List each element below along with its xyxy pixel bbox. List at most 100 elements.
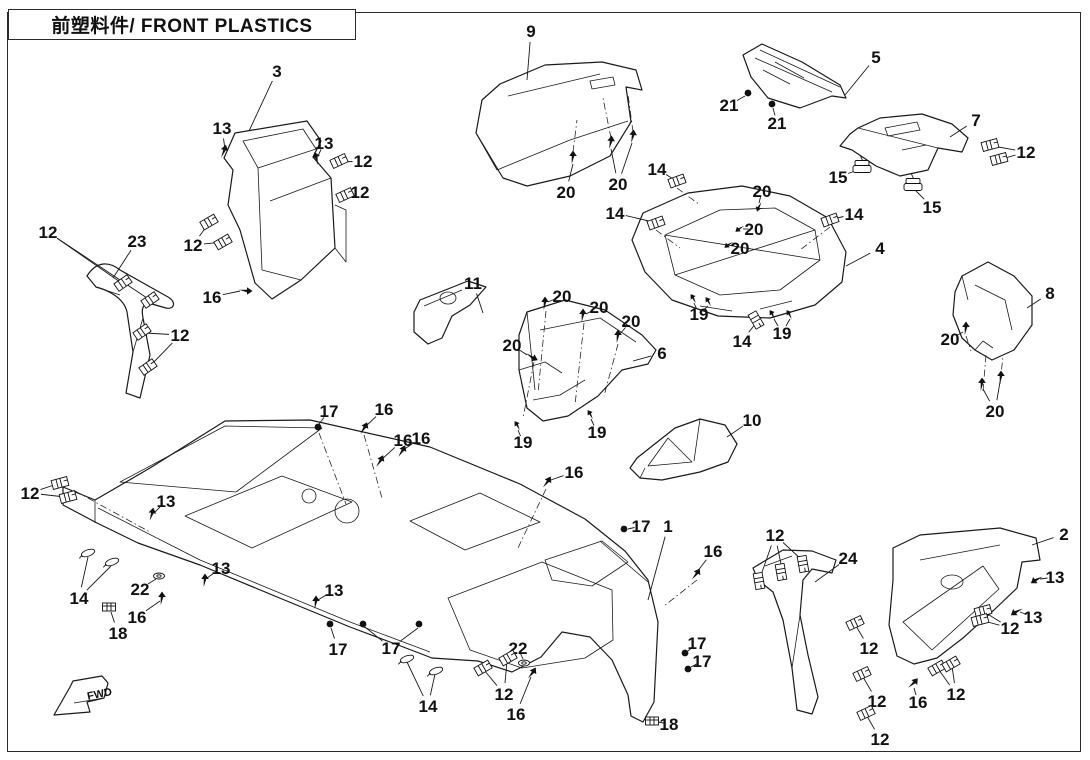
callout-19: 19 <box>588 423 607 442</box>
callout-leader <box>80 556 89 588</box>
fastener-screw-icon <box>148 507 157 521</box>
fastener-screw-icon <box>691 568 701 580</box>
fastener-screw-icon <box>1030 576 1043 584</box>
center-axis-line <box>522 361 535 419</box>
part-9-left-side-panel-detail <box>589 76 616 90</box>
fastener-clip-icon <box>646 215 666 231</box>
callout-leader <box>1039 577 1048 580</box>
callout-20: 20 <box>622 312 641 331</box>
fastener-clip-icon <box>140 291 160 309</box>
fastener-pin-icon <box>705 297 711 307</box>
callout-leader <box>399 627 419 642</box>
callout-18: 18 <box>660 715 679 734</box>
part-5-grille-detail <box>754 57 833 93</box>
callout-leader <box>855 625 864 639</box>
callout-13: 13 <box>325 581 344 600</box>
center-axis-line <box>602 97 612 139</box>
center-axis-line <box>537 310 547 394</box>
callout-leader <box>519 349 528 356</box>
fastener-pin-icon <box>735 225 745 232</box>
fastener-clip-icon <box>852 665 872 683</box>
part-11-small-bracket-detail <box>423 289 463 307</box>
part-3-storage-box-detail <box>334 204 347 263</box>
callout-leader <box>866 715 875 730</box>
callout-leader <box>949 125 968 138</box>
fastener-clip-icon <box>856 704 876 722</box>
part-11-small-bracket-detail <box>439 291 457 305</box>
part-24-right-brace <box>752 549 837 715</box>
callout-16: 16 <box>704 542 723 561</box>
part-1-front-rack-fascia-detail <box>184 475 353 549</box>
callout-6: 6 <box>657 344 666 363</box>
fastener-clip-icon <box>752 571 766 591</box>
callout-16: 16 <box>394 431 413 450</box>
callout-20: 20 <box>731 239 750 258</box>
callout-20: 20 <box>590 298 609 317</box>
part-10-deflector-detail <box>647 437 693 467</box>
callout-leader <box>318 417 325 425</box>
part-6-center-panel <box>518 299 657 422</box>
part-1-front-rack-fascia-detail <box>334 498 360 524</box>
callout-17: 17 <box>693 652 712 671</box>
part-10-deflector-detail <box>693 418 701 462</box>
callout-leader <box>730 244 736 247</box>
fastener-screw-icon <box>312 151 320 166</box>
callout-leader <box>956 331 964 336</box>
part-7-radiator-cover-detail <box>884 121 921 137</box>
callout-leader <box>996 381 1001 401</box>
callout-13: 13 <box>1024 608 1043 627</box>
part-7-radiator-cover <box>839 113 969 177</box>
callout-16: 16 <box>375 400 394 419</box>
diagram-title: 前塑料件/ FRONT PLASTICS <box>51 16 313 37</box>
fastener-washer-icon <box>153 572 165 580</box>
callout-19: 19 <box>773 324 792 343</box>
callout-leader <box>519 676 532 704</box>
fastener-screw-icon <box>569 150 577 164</box>
callout-14: 14 <box>845 205 864 224</box>
callout-17: 17 <box>632 517 651 536</box>
part-8-right-side-panel <box>952 261 1033 361</box>
fastener-clip-icon <box>113 274 133 292</box>
callout-leader <box>687 646 693 652</box>
fastener-dot-icon <box>326 620 334 628</box>
callout-13: 13 <box>212 559 231 578</box>
callout-7: 7 <box>971 111 980 130</box>
part-4-bumper-frame-detail <box>699 305 733 312</box>
part-6-center-panel-detail <box>526 311 536 391</box>
center-axis-line <box>318 432 347 505</box>
fastener-screw-icon <box>527 667 537 679</box>
callout-20: 20 <box>745 220 764 239</box>
callout-leader <box>56 237 151 301</box>
callout-20: 20 <box>557 183 576 202</box>
fastener-screw-icon <box>201 573 209 587</box>
fastener-pin-icon <box>786 310 792 320</box>
fastener-pin-icon <box>690 294 696 304</box>
center-axis-line <box>676 187 701 206</box>
callout-leader <box>844 65 870 96</box>
fastener-clip-icon <box>199 213 219 231</box>
callout-9: 9 <box>526 22 535 41</box>
fastener-dot-icon <box>314 423 322 431</box>
fastener-clip-icon <box>970 613 990 627</box>
callout-leader <box>1019 611 1027 615</box>
center-axis-line <box>965 335 972 352</box>
callout-leader <box>647 536 666 601</box>
part-6-center-panel-detail <box>539 317 637 343</box>
part-6-center-panel-detail <box>532 379 586 401</box>
callout-13: 13 <box>1046 568 1065 587</box>
callout-leader <box>144 332 170 335</box>
callout-leader <box>914 189 925 200</box>
center-axis-line <box>982 354 987 392</box>
callout-12: 12 <box>354 152 373 171</box>
callout-17: 17 <box>688 634 707 653</box>
fastener-pin-icon <box>514 421 520 431</box>
fastener-pin-icon <box>587 410 593 420</box>
callout-leader <box>632 355 652 362</box>
callout-leader <box>610 148 617 174</box>
fastener-clip-icon <box>667 173 687 189</box>
callout-leader <box>590 418 595 426</box>
callout-21: 21 <box>768 114 787 133</box>
callout-12: 12 <box>21 484 40 503</box>
callout-12: 12 <box>495 685 514 704</box>
